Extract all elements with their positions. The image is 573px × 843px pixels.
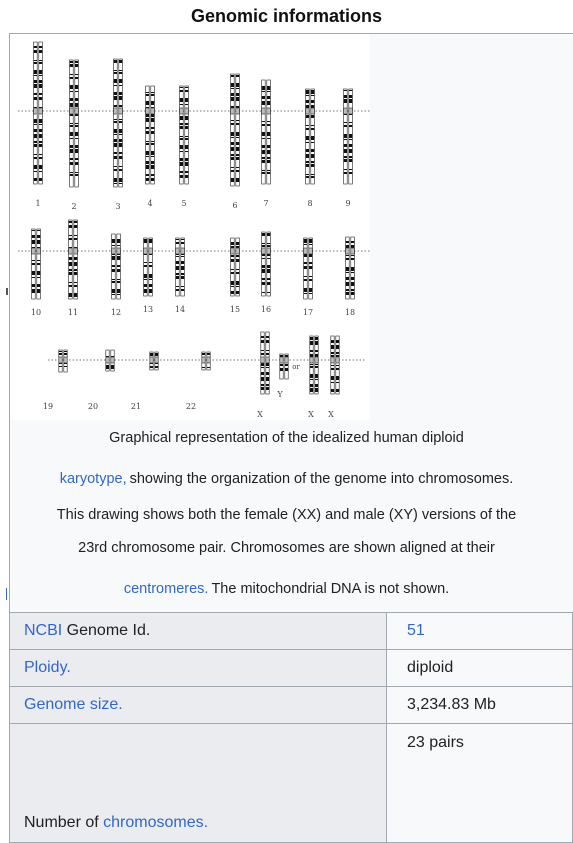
or-label: or [292, 363, 300, 371]
chromosome-r3-0 [59, 350, 67, 372]
chromosome-r3-2 [150, 352, 158, 370]
chromosome-label-r2-3: 13 [143, 305, 153, 314]
chromosome-r1-7 [306, 89, 315, 184]
chromosomes-link[interactable]: chromosomes. [103, 814, 208, 831]
chromosome-label-r3-6: X [308, 410, 314, 419]
chromosome-label-r1-2: 3 [115, 202, 120, 211]
chromosome-r1-3 [146, 86, 155, 184]
chromosome-label-r3-7: X [328, 410, 334, 419]
chromosome-r1-4 [180, 86, 189, 184]
genome-info-table: NCBI Genome Id. 51 Ploidy. diploid Genom… [9, 612, 573, 843]
chromosome-r2-1 [69, 220, 78, 299]
row-label-ploidy: Ploidy. [10, 650, 387, 687]
chromosome-r3-7 [331, 336, 339, 394]
genome-id-link[interactable]: 51 [407, 622, 425, 639]
table-row: NCBI Genome Id. 51 [10, 613, 573, 650]
chromosomes-label-text: Number of [24, 814, 103, 831]
chromosome-label-r2-4: 14 [175, 305, 185, 314]
table-row: Number of chromosomes. 23 pairs [10, 724, 573, 843]
chromosome-r1-6 [262, 80, 271, 184]
chromosome-r3-5 [280, 354, 288, 379]
edge-artifact [6, 288, 8, 295]
chromosome-r2-2 [112, 234, 121, 299]
row-label-chromosomes: Number of chromosomes. [10, 724, 387, 843]
chromosome-r2-5 [231, 238, 240, 296]
chromosome-label-r2-0: 10 [31, 308, 41, 317]
chromosome-r1-0 [34, 42, 43, 184]
chromosome-label-r3-1: 20 [88, 402, 98, 411]
row-label-genome-size: Genome size. [10, 687, 387, 724]
chromosome-label-r1-8: 9 [345, 199, 350, 208]
caption-line-5-text: The mitochondrial DNA is not shown. [211, 581, 449, 597]
row-value-chromosomes: 23 pairs [387, 724, 573, 843]
chromosome-label-r3-3: 22 [186, 402, 196, 411]
chromosome-label-r3-5: Y [276, 390, 283, 399]
chromosome-r2-0 [32, 229, 41, 299]
caption-line-4: 23rd chromosome pair. Chromosomes are sh… [0, 540, 573, 556]
genome-id-label-text: Genome Id. [62, 622, 150, 639]
caption-line-2-text: showing the organization of the genome i… [130, 471, 514, 487]
chromosome-r3-1 [106, 350, 114, 371]
chromosome-label-r1-6: 7 [263, 199, 268, 208]
chromosome-r3-4 [261, 332, 269, 394]
chromosome-r3-3 [202, 352, 210, 370]
row-value-ploidy: diploid [387, 650, 573, 687]
chromosome-label-r3-2: 21 [131, 402, 141, 411]
table-row: Genome size. 3,234.83 Mb [10, 687, 573, 724]
chromosome-label-r2-1: 11 [68, 308, 78, 317]
chromosome-label-r1-0: 1 [35, 199, 40, 208]
caption-line-1: Graphical representation of the idealize… [0, 430, 573, 446]
chromosome-label-r1-5: 6 [232, 201, 237, 210]
karyotype-link[interactable]: karyotype, [60, 471, 127, 487]
centromeres-link[interactable]: centromeres. [124, 581, 209, 597]
infobox-title: Genomic informations [0, 6, 573, 27]
chromosome-label-r2-8: 18 [345, 308, 355, 317]
chromosome-r2-3 [144, 238, 153, 296]
chromosome-label-r2-6: 16 [261, 305, 271, 314]
chromosome-label-r2-2: 12 [111, 308, 121, 317]
chromosome-r1-2 [114, 59, 123, 187]
chromosome-label-r3-4: X [257, 410, 263, 419]
ploidy-link[interactable]: Ploidy. [24, 659, 71, 676]
caption-line-2: karyotype,showing the organization of th… [0, 471, 573, 487]
chromosome-r1-5 [231, 74, 240, 186]
chromosome-label-r3-0: 19 [43, 402, 53, 411]
table-row: Ploidy. diploid [10, 650, 573, 687]
row-label-genome-id: NCBI Genome Id. [10, 613, 387, 650]
row-value-genome-size: 3,234.83 Mb [387, 687, 573, 724]
chromosome-r1-8 [344, 89, 353, 184]
chromosome-label-r1-4: 5 [181, 199, 186, 208]
ncbi-link[interactable]: NCBI [24, 622, 62, 639]
genome-size-link[interactable]: Genome size. [24, 696, 123, 713]
chromosome-r2-8 [346, 237, 355, 299]
chromosome-r3-6 [310, 336, 318, 394]
chromosome-r2-6 [262, 232, 271, 296]
chromosome-label-r1-7: 8 [307, 199, 312, 208]
row-value-genome-id: 51 [387, 613, 573, 650]
caption-line-5: centromeres.The mitochondrial DNA is not… [0, 581, 573, 597]
chromosome-label-r2-7: 17 [303, 308, 313, 317]
caption-line-3: This drawing shows both the female (XX) … [0, 507, 573, 523]
chromosome-label-r1-1: 2 [71, 202, 76, 211]
chromosome-r1-1 [70, 60, 79, 187]
chromosome-label-r2-5: 15 [230, 305, 240, 314]
chromosome-r2-7 [304, 238, 313, 299]
chromosome-r2-4 [176, 238, 185, 296]
chromosome-label-r1-3: 4 [147, 199, 152, 208]
